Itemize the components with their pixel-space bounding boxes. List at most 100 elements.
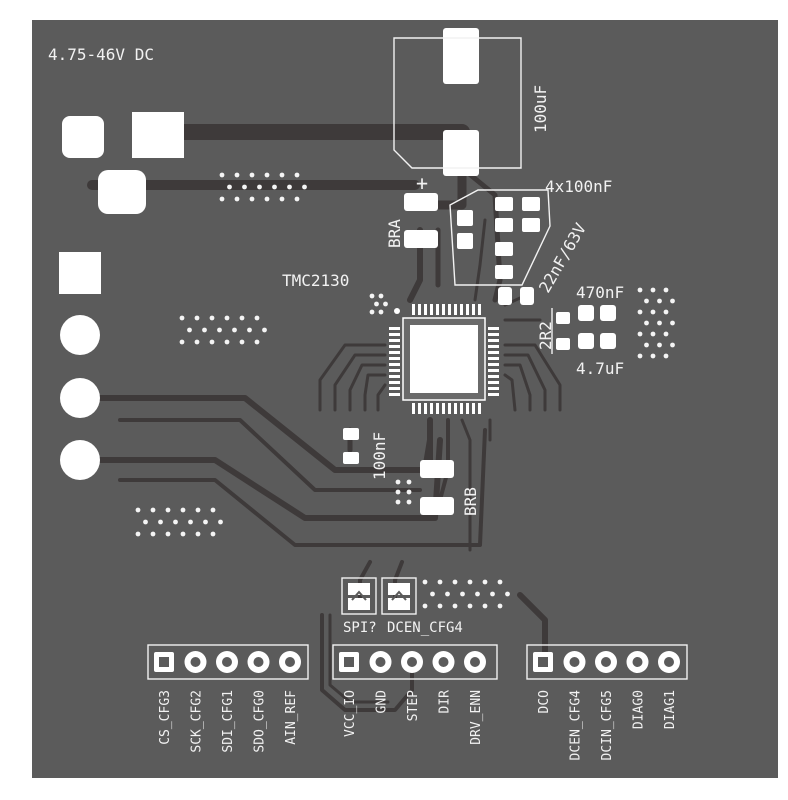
chip-pin [488,375,499,378]
jumper-dcen-label: DCEN_CFG4 [387,620,463,636]
via [657,342,662,348]
via [657,320,662,326]
chip-thermal-pad [410,325,478,393]
via [650,309,656,315]
chip-pin [389,381,400,384]
via [247,327,252,333]
via [272,184,277,190]
header-pin-hole [407,657,417,667]
via [497,579,503,585]
chip-pin [472,304,475,315]
header-pin-label: DIR [438,690,453,714]
via [224,339,230,345]
header-pin-label: SCK_CFG2 [190,690,205,753]
via [637,331,643,337]
jumper-spi-pad [348,598,370,610]
header-pin-hole [375,657,386,667]
chip-pin [460,304,463,315]
cap-4u7-pad [600,333,616,349]
polarity-plus-mark: + [416,171,428,195]
brb-pad [420,497,454,515]
via [262,327,267,333]
header-pin-label: DCO [537,690,552,714]
header-1-outline [147,644,309,680]
pad-layer [59,28,616,515]
via [180,507,186,513]
trace [503,343,562,412]
via [637,287,643,293]
via [452,579,458,585]
chip-pin [389,393,400,396]
trace [503,373,517,412]
trace [503,363,532,412]
header-pin-hole [190,657,201,667]
jumper-dcen-chevron-icon [391,590,407,601]
via [422,603,428,609]
via [650,287,656,293]
via [187,327,192,333]
chip-pins [389,304,499,414]
chip-pin [436,403,439,414]
via [395,499,401,505]
header-pin-hole [569,657,580,667]
via [395,479,401,485]
via [150,507,156,513]
via [234,196,240,202]
chip-pin [389,345,400,348]
motor-connector-pad [60,440,100,480]
chip-pin [442,304,445,315]
chip-pin [488,339,499,342]
chip-pin [430,403,433,414]
via [264,172,270,178]
chip-pin [478,304,481,315]
via [224,315,230,321]
board-title: 4.75-46V DC [48,45,154,64]
trace [517,592,548,665]
via [257,184,262,190]
chip-pin [488,351,499,354]
chip-pin [448,304,451,315]
header-3-outline [526,644,688,680]
chip-pin [472,403,475,414]
jumper-spi-outline [341,577,377,615]
via [279,172,285,178]
chip-pin [389,387,400,390]
via [165,531,171,537]
via [663,309,669,315]
header-pins [154,651,680,673]
chip-pin [454,403,457,414]
via [227,184,232,190]
chip-pin [488,387,499,390]
via [158,519,163,525]
via [279,196,285,202]
via [482,603,488,609]
chip-pin [436,304,439,315]
brb-label: BRB [461,487,480,516]
chip-pin [448,403,451,414]
via [445,591,450,597]
via [369,293,375,299]
via [467,579,473,585]
chip-pin [488,327,499,330]
chip-pin [488,363,499,366]
coil-trace [118,428,487,547]
decoupling-cap-pad [495,265,513,279]
header-pin-hole [438,657,449,667]
decoupling-cap-pad [457,210,473,226]
via [219,196,225,202]
via [135,531,141,537]
via [644,320,649,326]
decoupling-cap-outline [449,189,551,286]
via [195,507,201,513]
via [232,327,237,333]
via [242,184,247,190]
via [467,603,473,609]
via [302,184,307,190]
via [378,293,384,299]
trace [348,363,387,412]
cap-4u7-label: 4.7uF [576,359,624,378]
trace [459,165,503,303]
via [406,479,412,485]
via [406,489,412,495]
